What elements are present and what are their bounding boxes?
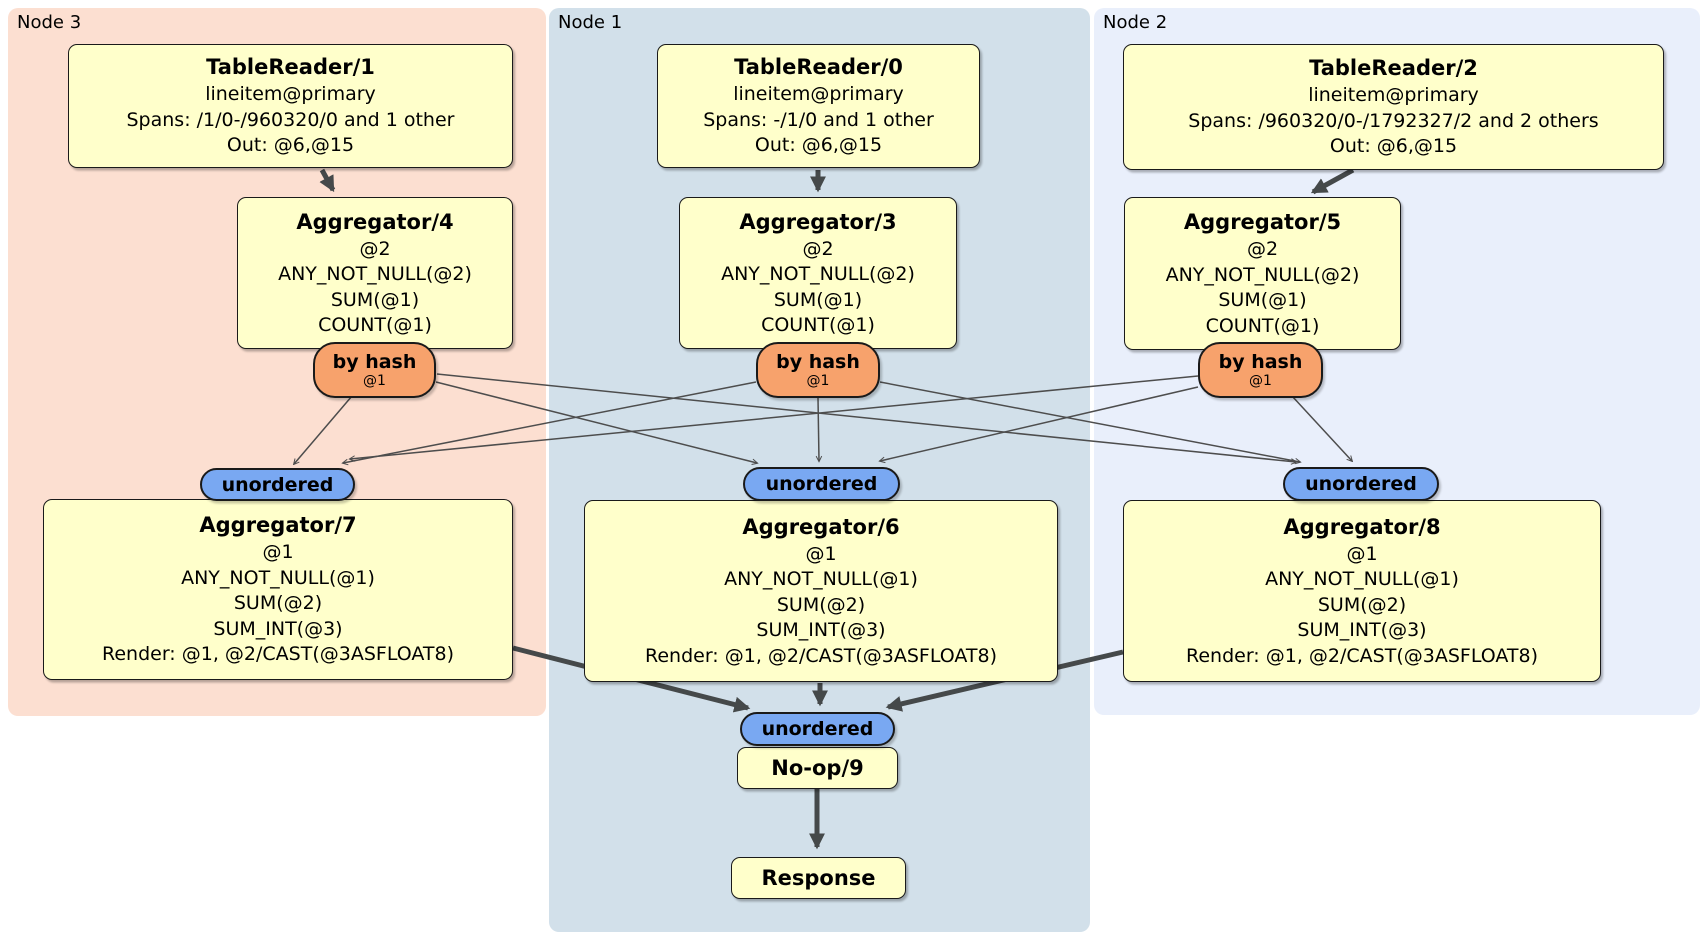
processor-detail: SUM(@2) (1317, 593, 1407, 616)
sync-unordered-node1: unordered (743, 467, 900, 501)
processor-detail: Render: @1, @2/CAST(@3ASFLOAT8) (102, 643, 454, 666)
processor-detail: COUNT(@1) (761, 314, 875, 336)
processor-detail: lineitem@primary (733, 83, 904, 106)
processor-tablereader-2: TableReader/2 lineitem@primary Spans: /9… (1123, 44, 1664, 170)
processor-detail: ANY_NOT_NULL(@2) (1165, 263, 1360, 286)
processor-detail: Out: @6,@15 (1329, 135, 1458, 158)
processor-detail: SUM_INT(@3) (1297, 619, 1427, 642)
processor-title: TableReader/0 (734, 55, 903, 80)
processor-aggregator-3: Aggregator/3 @2 ANY_NOT_NULL(@2) SUM(@1)… (679, 197, 957, 349)
processor-detail: ANY_NOT_NULL(@2) (278, 263, 472, 285)
processor-title: Aggregator/5 (1183, 210, 1342, 234)
processor-title: Aggregator/6 (742, 514, 900, 539)
processor-title: Response (761, 865, 876, 890)
processor-detail: SUM(@1) (1218, 289, 1307, 311)
processor-aggregator-8: Aggregator/8 @1 ANY_NOT_NULL(@1) SUM(@2)… (1123, 500, 1601, 682)
router-label: by hash (1218, 351, 1303, 373)
processor-detail: @2 (359, 237, 391, 260)
router-key: @1 (1249, 373, 1272, 389)
router-key: @1 (806, 373, 830, 389)
processor-detail: Out: @6,@15 (226, 134, 355, 157)
processor-detail: @2 (802, 237, 834, 260)
processor-aggregator-4: Aggregator/4 @2 ANY_NOT_NULL(@2) SUM(@1)… (237, 197, 513, 349)
processor-detail: @1 (805, 542, 837, 565)
processor-detail: Spans: -/1/0 and 1 other (703, 108, 934, 131)
processor-detail: ANY_NOT_NULL(@1) (1265, 568, 1459, 591)
processor-detail: Out: @6,@15 (754, 134, 883, 157)
processor-title: Aggregator/8 (1283, 514, 1441, 539)
processor-aggregator-6: Aggregator/6 @1 ANY_NOT_NULL(@1) SUM(@2)… (584, 500, 1058, 682)
sync-unordered-final: unordered (740, 712, 895, 746)
processor-detail: Render: @1, @2/CAST(@3ASFLOAT8) (645, 644, 997, 667)
hash-router-edges (294, 373, 1352, 464)
router-key: @1 (363, 373, 386, 389)
router-label: by hash (776, 351, 860, 373)
response-node: Response (731, 857, 906, 899)
router-by-hash-node3: by hash @1 (313, 342, 436, 398)
router-by-hash-node2: by hash @1 (1198, 342, 1323, 398)
processor-title: Aggregator/4 (296, 209, 454, 234)
processor-detail: SUM_INT(@3) (756, 619, 886, 642)
sync-unordered-node2: unordered (1283, 467, 1439, 501)
processor-tablereader-0: TableReader/0 lineitem@primary Spans: -/… (657, 44, 980, 168)
processor-title: TableReader/1 (206, 55, 375, 80)
processor-detail: SUM(@1) (773, 288, 863, 311)
processor-tablereader-1: TableReader/1 lineitem@primary Spans: /1… (68, 44, 513, 168)
processor-detail: COUNT(@1) (1205, 314, 1320, 337)
processor-detail: Render: @1, @2/CAST(@3ASFLOAT8) (1186, 644, 1538, 667)
processor-detail: lineitem@primary (205, 83, 376, 106)
router-label: by hash (332, 351, 417, 373)
processor-detail: COUNT(@1) (318, 314, 432, 336)
processor-detail: ANY_NOT_NULL(@1) (181, 566, 375, 589)
sync-unordered-node3: unordered (200, 468, 355, 501)
sync-label: unordered (1305, 473, 1417, 495)
processor-title: No-op/9 (771, 755, 864, 780)
region-node-2-label: Node 2 (1103, 12, 1168, 33)
processor-detail: ANY_NOT_NULL(@1) (724, 568, 918, 591)
processor-detail: Spans: /1/0-/960320/0 and 1 other (126, 108, 455, 131)
processor-detail: Spans: /960320/0-/1792327/2 and 2 others (1188, 109, 1599, 132)
processor-aggregator-7: Aggregator/7 @1 ANY_NOT_NULL(@1) SUM(@2)… (43, 499, 513, 680)
processor-detail: lineitem@primary (1308, 84, 1479, 107)
processor-aggregator-5: Aggregator/5 @2 ANY_NOT_NULL(@2) SUM(@1)… (1124, 197, 1401, 350)
processor-detail: SUM(@2) (233, 592, 323, 615)
processor-detail: @2 (1246, 238, 1279, 260)
router-by-hash-node1: by hash @1 (756, 342, 880, 398)
processor-detail: @1 (1346, 542, 1378, 565)
processor-title: Aggregator/3 (739, 209, 897, 234)
sync-label: unordered (765, 473, 878, 495)
processor-title: Aggregator/7 (199, 513, 357, 538)
processor-title: TableReader/2 (1309, 56, 1478, 81)
processor-detail: SUM(@1) (330, 288, 420, 311)
processor-noop-9: No-op/9 (737, 747, 898, 789)
processor-detail: @1 (262, 541, 294, 564)
region-node-3-label: Node 3 (17, 12, 82, 33)
region-node-1-label: Node 1 (558, 12, 623, 33)
sync-label: unordered (761, 718, 874, 740)
processor-detail: SUM_INT(@3) (213, 617, 343, 640)
sync-label: unordered (221, 473, 334, 496)
processor-detail: SUM(@2) (776, 593, 866, 616)
processor-detail: ANY_NOT_NULL(@2) (721, 263, 915, 285)
